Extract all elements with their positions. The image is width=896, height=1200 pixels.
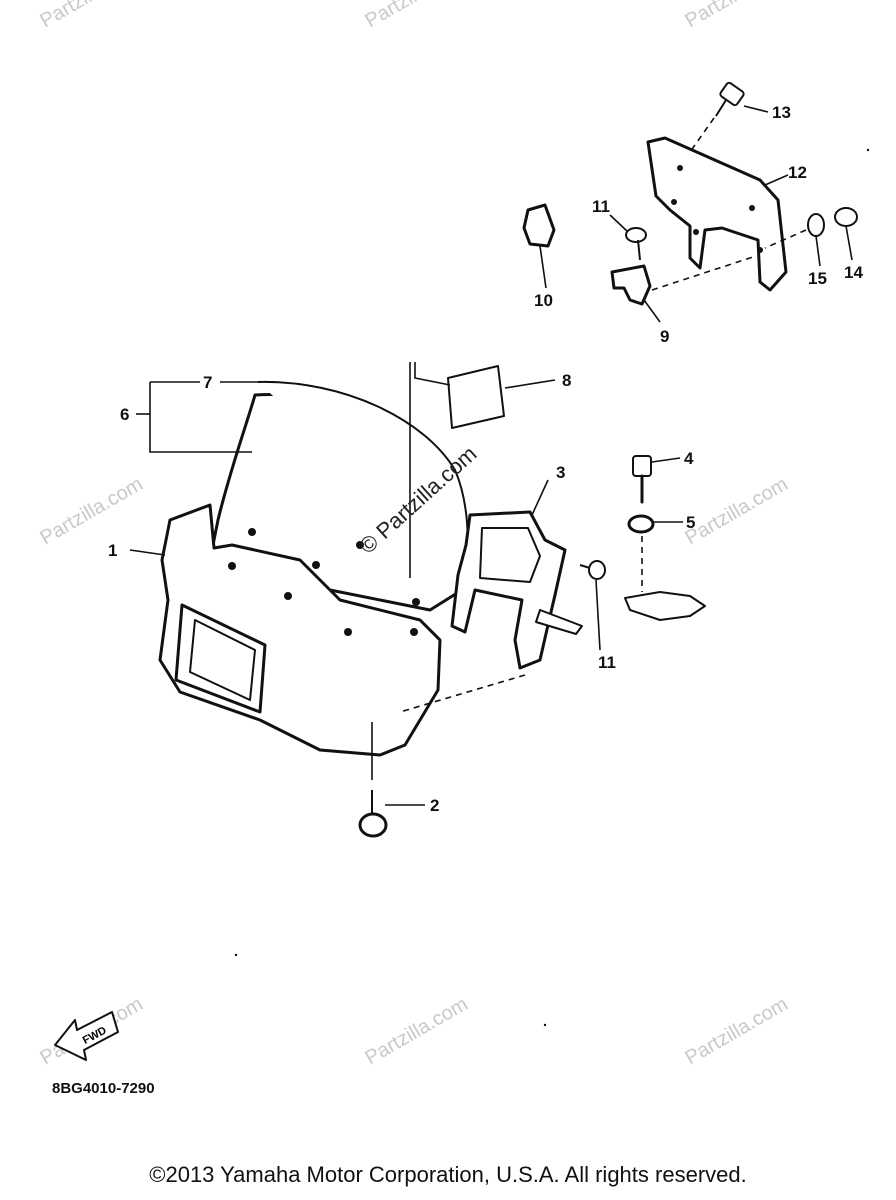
- callout-2: 2: [430, 796, 439, 815]
- callout-labels: 1 2 3 4 5 6 7 8 9 10 11 11 12 13 14 15: [108, 103, 863, 815]
- part-15-washer: [807, 213, 825, 237]
- part-4-bolt: [632, 455, 652, 504]
- callout-12: 12: [788, 163, 807, 182]
- callout-11-upper: 11: [592, 197, 610, 216]
- callout-9: 9: [660, 327, 669, 346]
- part-2-screw: [358, 722, 388, 838]
- fwd-arrow-icon: [54, 1011, 119, 1061]
- diagram-code: 8BG4010-7290: [52, 1080, 155, 1097]
- part-11-lower-screw: [579, 560, 606, 580]
- callout-1: 1: [108, 541, 117, 560]
- stay-tab: [535, 609, 583, 635]
- callout-8: 8: [562, 371, 571, 390]
- watermark-text: Partzilla.com: [37, 473, 147, 549]
- part-8-label: [447, 365, 505, 429]
- watermark-text: Partzilla.com: [362, 993, 472, 1069]
- callout-5: 5: [686, 513, 695, 532]
- callout-6: 6: [120, 405, 129, 424]
- copyright-notice: ©2013 Yamaha Motor Corporation, U.S.A. A…: [149, 1162, 747, 1187]
- callout-14: 14: [844, 263, 863, 282]
- part-13-bolt: [689, 81, 745, 153]
- part-11-upper-screw: [625, 227, 647, 261]
- callout-4: 4: [684, 449, 694, 468]
- part-5-washer: [627, 514, 655, 534]
- fwd-direction-marker: FWD: [54, 1011, 119, 1061]
- part-12-bracket: [646, 136, 788, 292]
- watermark-text: Partzilla.com: [682, 993, 792, 1069]
- callout-15: 15: [808, 269, 827, 288]
- cowling-assembly: [158, 362, 706, 838]
- watermark-text: Partzilla.com: [682, 0, 792, 32]
- mount-plate: [624, 591, 706, 621]
- watermark-text: Partzilla.com: [37, 0, 147, 32]
- watermark-text: Partzilla.com: [682, 473, 792, 549]
- leader-lines: [129, 105, 853, 806]
- callout-10: 10: [534, 291, 553, 310]
- part-14-nut: [834, 207, 858, 227]
- bracket-assembly: [522, 81, 858, 306]
- callout-11-lower: 11: [598, 653, 616, 672]
- callout-7: 7: [203, 373, 212, 392]
- part-9-stay: [610, 264, 652, 306]
- part-10-clip: [522, 203, 556, 248]
- callout-3: 3: [556, 463, 565, 482]
- callout-13: 13: [772, 103, 791, 122]
- watermark-text: Partzilla.com: [362, 0, 472, 32]
